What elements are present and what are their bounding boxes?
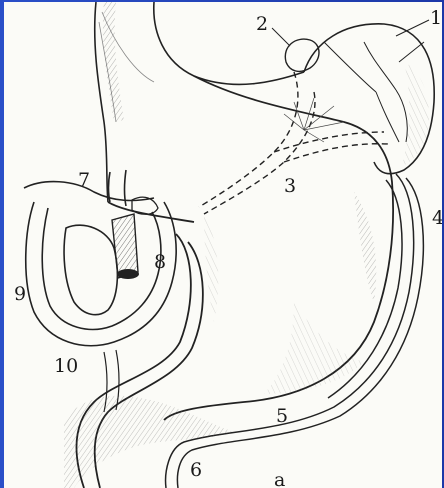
anatomical-illustration: 1 2 3 4 5 6 7 8 9 10 a [4, 2, 442, 488]
lower-shading [64, 396, 234, 488]
vessel-stub [112, 197, 158, 279]
label-5: 5 [276, 405, 288, 427]
label-7: 7 [78, 169, 90, 191]
curvature-shading [354, 192, 376, 302]
left-shading [204, 212, 218, 322]
label-10: 10 [54, 355, 78, 377]
body-shading [264, 302, 364, 394]
label-6: 6 [190, 459, 202, 481]
label-3: 3 [284, 175, 296, 197]
label-leaders [272, 20, 429, 46]
label-4: 4 [432, 207, 442, 229]
label-8: 8 [154, 251, 166, 273]
label-1: 1 [430, 7, 442, 29]
label-9: 9 [14, 283, 26, 305]
nodule [285, 39, 319, 71]
esophagus-shading [103, 2, 124, 122]
label-2: 2 [256, 13, 268, 35]
illustration-svg: 1 2 3 4 5 6 7 8 9 10 a [4, 2, 442, 488]
figure-caption: a [274, 469, 285, 488]
